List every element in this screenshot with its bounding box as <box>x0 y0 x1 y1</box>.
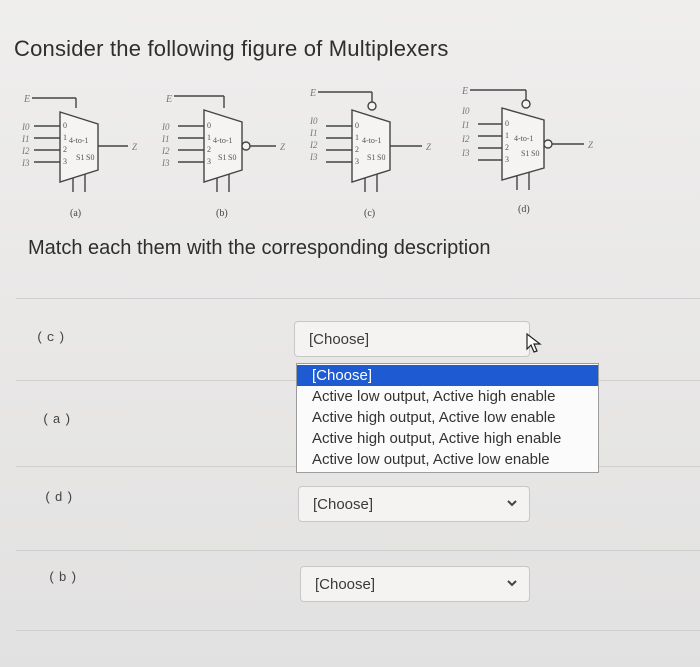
mux-a-input-1: I1 <box>21 134 30 144</box>
caption-a: (a) <box>70 208 81 219</box>
mux-b-pin-1: 1 <box>207 133 211 142</box>
row-divider <box>16 550 700 551</box>
mux-a-pin-2: 2 <box>63 145 67 154</box>
caption-b: (b) <box>216 208 228 219</box>
multiplexer-figure: E I0 I1 I2 I3 0 1 2 3 4-to-1 S1 S0 Z (a) <box>18 80 618 230</box>
mux-c-select-1: S1 <box>367 153 375 162</box>
mux-b-type-label: 4-to-1 <box>213 136 233 145</box>
caption-d: (d) <box>518 204 530 215</box>
mux-a-type-label: 4-to-1 <box>69 136 89 145</box>
mux-d-enable-label: E <box>461 86 468 97</box>
mux-d-pin-0: 0 <box>505 119 509 128</box>
mux-b-pin-3: 3 <box>207 157 211 166</box>
mux-b-input-3: I3 <box>161 158 170 168</box>
match-select-d[interactable]: [Choose] <box>298 486 530 522</box>
mux-b-pin-0: 0 <box>207 121 211 130</box>
mux-a-input-0: I0 <box>21 122 30 132</box>
row-label-c: (c) <box>36 330 69 345</box>
mux-b-pin-2: 2 <box>207 145 211 154</box>
mux-c-input-3: I3 <box>309 152 318 162</box>
mux-d-output-label: Z <box>588 140 594 150</box>
caption-c: (c) <box>364 208 375 219</box>
mux-b-select-1: S1 <box>218 153 226 162</box>
mux-b-select-0: S0 <box>228 153 236 162</box>
mux-d-pin-2: 2 <box>505 143 509 152</box>
match-select-d-value: [Choose] <box>313 496 374 513</box>
mux-c-type-label: 4-to-1 <box>362 136 382 145</box>
mux-b-input-1: I1 <box>161 134 170 144</box>
mux-c-pin-3: 3 <box>355 157 359 166</box>
mux-c-pin-0: 0 <box>355 121 359 130</box>
mouse-pointer-icon <box>526 333 542 353</box>
mux-c-output-label: Z <box>426 142 432 152</box>
dropdown-option-high-out-high-en[interactable]: Active high output, Active high enable <box>312 430 562 447</box>
mux-a-select-1: S1 <box>76 153 84 162</box>
mux-a-select-0: S0 <box>86 153 94 162</box>
question-subtitle: Match each them with the corresponding d… <box>28 237 491 259</box>
row-divider <box>16 298 700 299</box>
mux-c-pin-2: 2 <box>355 145 359 154</box>
match-select-c[interactable]: [Choose] <box>294 321 530 357</box>
mux-a-pin-0: 0 <box>63 121 67 130</box>
mux-d-pin-1: 1 <box>505 131 509 140</box>
mux-b-enable-label: E <box>165 94 172 105</box>
mux-b-input-0: I0 <box>161 122 170 132</box>
row-label-d: (d) <box>44 490 77 505</box>
mux-d-type-label: 4-to-1 <box>514 134 534 143</box>
question-title: Consider the following figure of Multipl… <box>14 36 449 61</box>
mux-d: E I0 I1 I2 I3 0 1 2 3 4-to-1 S1 S0 Z <box>461 86 594 215</box>
mux-a-input-3: I3 <box>21 158 30 168</box>
mux-d-input-3: I3 <box>461 148 470 158</box>
row-label-a: (a) <box>42 412 75 427</box>
mux-d-input-2: I2 <box>461 134 470 144</box>
chevron-down-icon <box>507 580 517 587</box>
match-select-c-value: [Choose] <box>309 331 370 348</box>
mux-c: E I0 I1 I2 I3 0 1 2 3 4-to-1 S1 S0 Z <box>309 88 432 219</box>
dropdown-option-low-out-low-en[interactable]: Active low output, Active low enable <box>312 451 550 468</box>
mux-c-select-0: S0 <box>377 153 385 162</box>
mux-d-select-0: S0 <box>531 149 539 158</box>
mux-b-output-label: Z <box>280 142 286 152</box>
mux-a-pin-3: 3 <box>63 157 67 166</box>
multiplexer-diagram: E I0 I1 I2 I3 0 1 2 3 4-to-1 S1 S0 Z (a) <box>21 86 594 219</box>
mux-a-enable-label: E <box>23 94 30 105</box>
mux-d-input-1: I1 <box>461 120 470 130</box>
match-dropdown-list: [Choose] Active low output, Active high … <box>296 363 599 473</box>
mux-c-input-2: I2 <box>309 140 318 150</box>
row-label-b: (b) <box>48 570 81 585</box>
dropdown-option-choose[interactable]: [Choose] <box>297 365 598 386</box>
mux-c-input-1: I1 <box>309 128 318 138</box>
mux-c-pin-1: 1 <box>355 133 359 142</box>
mux-c-enable-label: E <box>309 88 316 99</box>
mux-a: E I0 I1 I2 I3 0 1 2 3 4-to-1 S1 S0 Z (a) <box>21 94 138 219</box>
mux-b-input-2: I2 <box>161 146 170 156</box>
mux-a-pin-1: 1 <box>63 133 67 142</box>
match-select-b[interactable]: [Choose] <box>300 566 530 602</box>
dropdown-option-low-out-high-en[interactable]: Active low output, Active high enable <box>312 388 556 405</box>
dropdown-option-high-out-low-en[interactable]: Active high output, Active low enable <box>312 409 556 426</box>
chevron-down-icon <box>507 500 517 507</box>
mux-a-input-2: I2 <box>21 146 30 156</box>
row-divider <box>16 630 700 631</box>
mux-b: E I0 I1 I2 I3 0 1 2 3 4-to-1 S1 S0 Z <box>161 94 286 219</box>
mux-d-pin-3: 3 <box>505 155 509 164</box>
mux-c-input-0: I0 <box>309 116 318 126</box>
mux-a-output-label: Z <box>132 142 138 152</box>
match-select-b-value: [Choose] <box>315 576 376 593</box>
mux-d-select-1: S1 <box>521 149 529 158</box>
mux-d-input-0: I0 <box>461 106 470 116</box>
